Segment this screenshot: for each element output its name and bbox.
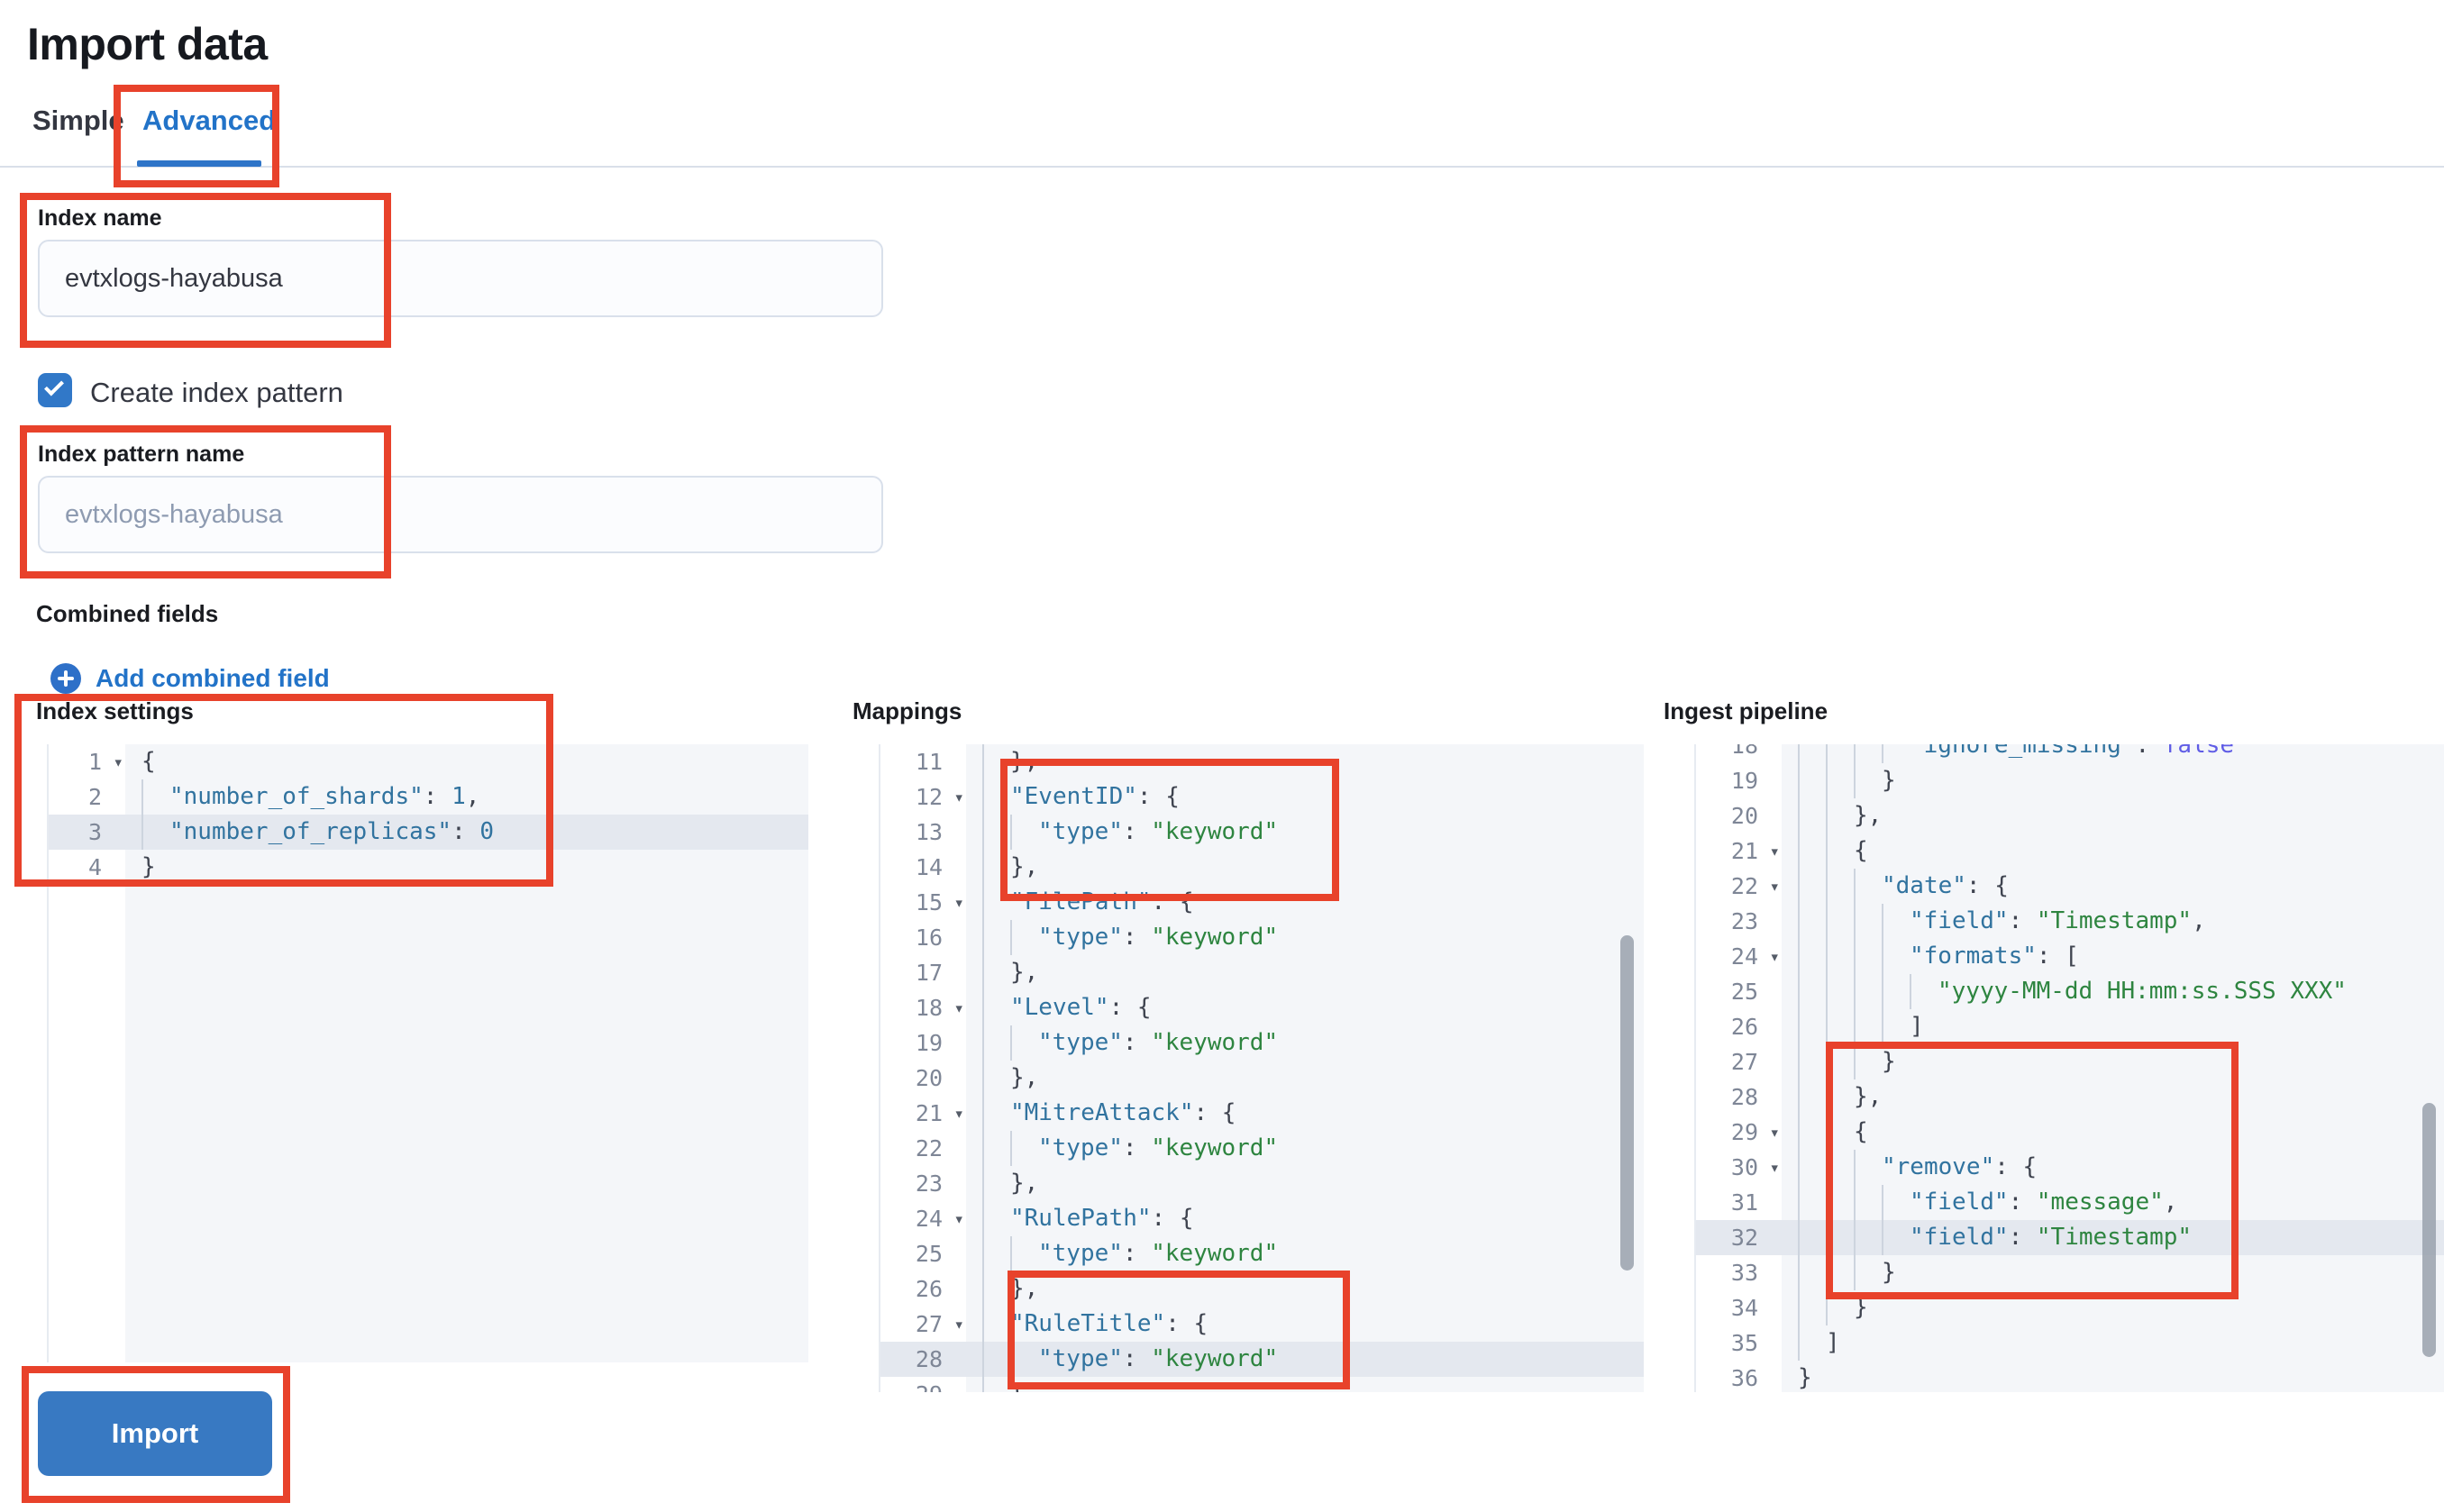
code-line: 17}, [880,955,1644,990]
code-line: 30▾"remove": { [1696,1150,2444,1185]
code-line: 21▾{ [1696,833,2444,869]
tab-simple[interactable]: Simple [32,105,124,136]
code-line: 2"number_of_shards": 1, [49,779,808,815]
code-line: 29}, [880,1377,1644,1392]
index-pattern-name-label: Index pattern name [38,442,245,467]
mappings-label: Mappings [853,697,962,724]
mappings-code-editor[interactable]: 11},12▾"EventID": {13"type": "keyword"14… [879,744,1644,1392]
code-line: 19"type": "keyword" [880,1025,1644,1061]
code-line: 32"field": "Timestamp" [1696,1220,2444,1255]
fold-toggle-icon[interactable]: ▾ [1769,842,1780,861]
code-line: 24▾"RulePath": { [880,1201,1644,1236]
code-line: 26] [1696,1009,2444,1044]
code-line: 1▾{ [49,744,808,779]
code-line: 33} [1696,1255,2444,1290]
ingest-pipeline-vertical-scrollbar[interactable] [2422,1103,2436,1357]
code-line: 29▾{ [1696,1115,2444,1150]
active-tab-underline [137,160,261,167]
code-line: 16"type": "keyword" [880,920,1644,955]
create-index-pattern-label: Create index pattern [90,377,343,408]
code-line: 15▾"FilePath": { [880,885,1644,920]
code-line: 4} [87,853,156,880]
index-name-label: Index name [38,205,162,231]
page-title: Import data [27,19,268,69]
fold-toggle-icon[interactable]: ▾ [953,1315,964,1334]
tab-advanced[interactable]: Advanced [142,105,277,136]
code-line: 13"type": "keyword" [880,815,1644,850]
code-line: 22▾"date": { [1696,869,2444,904]
code-line: 24▾"formats": [ [1696,939,2444,974]
add-combined-field-label: Add combined field [96,664,330,692]
code-line: 18"ignore_missing": false [1696,744,2444,763]
code-line: 27▾"RuleTitle": { [880,1307,1644,1342]
fold-toggle-icon[interactable]: ▾ [953,788,964,807]
code-line: 28"type": "keyword" [880,1342,1644,1377]
code-line: 25"yyyy-MM-dd HH:mm:ss.SSS XXX" [1696,974,2444,1009]
fold-toggle-icon[interactable]: ▾ [953,998,964,1018]
fold-toggle-icon[interactable]: ▾ [953,893,964,913]
code-line: 14}, [880,850,1644,885]
import-button[interactable]: Import [38,1391,272,1476]
code-line: 21▾"MitreAttack": { [880,1096,1644,1131]
editor-gutter [1696,744,1782,1392]
code-line: 31"field": "message", [1696,1185,2444,1220]
checkmark-icon [44,376,64,396]
code-line: 3"number_of_replicas": 0 [49,815,808,850]
create-index-pattern-checkbox[interactable] [38,373,72,407]
ingest-pipeline-label: Ingest pipeline [1664,697,1828,724]
code-line: 19} [1696,763,2444,798]
combined-fields-label: Combined fields [36,600,219,627]
index-pattern-name-input[interactable] [38,476,883,553]
editor-gutter [880,744,966,1392]
code-line: 22"type": "keyword" [880,1131,1644,1166]
code-line: 23"field": "Timestamp", [1696,904,2444,939]
code-line: 23}, [880,1166,1644,1201]
code-line: 18▾"Level": { [880,990,1644,1025]
index-settings-code-editor[interactable]: 1▾{2"number_of_shards": 1,3"number_of_re… [47,744,808,1362]
code-line: 20}, [880,1061,1644,1096]
fold-toggle-icon[interactable]: ▾ [1769,1123,1780,1143]
plus-circle-icon [50,663,81,694]
fold-toggle-icon[interactable]: ▾ [1769,877,1780,897]
mappings-vertical-scrollbar[interactable] [1620,935,1634,1271]
tabs-divider [0,166,2444,168]
index-name-input[interactable] [38,240,883,317]
index-settings-label: Index settings [36,697,194,724]
fold-toggle-icon[interactable]: ▾ [953,1209,964,1229]
code-line: 34} [1696,1290,2444,1325]
code-line: 25"type": "keyword" [880,1236,1644,1271]
code-line: 26}, [880,1271,1644,1307]
code-line: 35] [1696,1325,2444,1361]
code-line: 12▾"EventID": { [880,779,1644,815]
code-line: 27} [1696,1044,2444,1079]
code-line: 36} [1730,1364,1812,1391]
fold-toggle-icon[interactable]: ▾ [1769,1158,1780,1178]
code-line: 11}, [880,744,1644,779]
fold-toggle-icon[interactable]: ▾ [113,752,123,772]
fold-toggle-icon[interactable]: ▾ [953,1104,964,1124]
code-line: 28}, [1696,1079,2444,1115]
fold-toggle-icon[interactable]: ▾ [1769,947,1780,967]
add-combined-field-link[interactable]: Add combined field [50,663,330,694]
code-line: 20}, [1696,798,2444,833]
